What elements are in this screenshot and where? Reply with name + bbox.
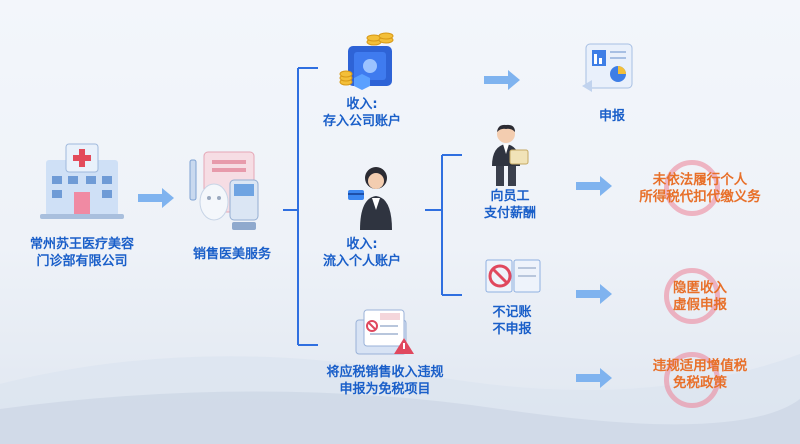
violation-concealment-line2: 虚假申报 xyxy=(673,297,727,313)
arrow-icon xyxy=(576,368,612,388)
violation-concealment-label: 隐匿收入 虚假申报 xyxy=(640,280,760,314)
tax-exempt-line1: 将应税销售收入违规 xyxy=(326,365,444,380)
no-record-line2: 不申报 xyxy=(492,322,532,337)
no-record-label: 不记账 不申报 xyxy=(472,304,552,338)
pay-staff-line1: 向员工 xyxy=(490,189,530,204)
safe-with-coins-icon xyxy=(334,30,400,96)
violation-concealment-line1: 隐匿收入 xyxy=(673,280,727,296)
arrow-icon xyxy=(576,284,612,304)
declare-label: 申报 xyxy=(598,109,625,124)
company-name-line2: 门诊部有限公司 xyxy=(36,254,128,269)
violation-vat-exemption-line1: 违规适用增值税 xyxy=(652,358,748,374)
income-personal-line2: 流入个人账户 xyxy=(322,254,401,269)
pay-staff-line2: 支付薪酬 xyxy=(483,206,536,221)
background-wave xyxy=(0,354,800,444)
income-personal-line1: 收入: xyxy=(346,237,378,252)
report-document-chart-icon xyxy=(580,40,640,100)
tax-exempt-label: 将应税销售收入违规 申报为免税项目 xyxy=(300,364,470,398)
violation-vat-exemption-line2: 免税政策 xyxy=(673,375,727,391)
arrow-icon xyxy=(484,70,520,90)
warning-ring-icon xyxy=(664,160,720,216)
income-company-line1: 收入: xyxy=(346,97,378,112)
arrow-icon xyxy=(138,188,174,208)
income-personal-label: 收入: 流入个人账户 xyxy=(312,236,412,270)
businessman-with-document-icon xyxy=(486,122,532,192)
service-label: 销售医美服务 xyxy=(192,247,271,262)
tax-exempt-line2: 申报为免税项目 xyxy=(339,382,431,397)
company-name: 常州苏王医疗美容 门诊部有限公司 xyxy=(12,236,152,270)
businesswoman-with-card-icon xyxy=(346,164,402,236)
violation-document-warning-icon xyxy=(352,306,418,362)
income-company-line2: 存入公司账户 xyxy=(322,114,401,129)
crossed-ledger-icon xyxy=(482,256,544,300)
arrow-icon xyxy=(576,176,612,196)
company-name-line1: 常州苏王医疗美容 xyxy=(29,237,134,252)
medical-beauty-equipment-icon xyxy=(186,150,272,238)
warning-ring-icon xyxy=(664,268,720,324)
warning-ring-icon xyxy=(664,352,720,408)
pay-staff-label: 向员工 支付薪酬 xyxy=(470,188,550,222)
hospital-building-icon xyxy=(38,138,126,224)
violation-withholding-label: 未依法履行个人 所得税代扣代缴义务 xyxy=(620,172,780,206)
violation-withholding-line2: 所得税代扣代缴义务 xyxy=(639,189,761,205)
violation-withholding-line1: 未依法履行个人 xyxy=(652,172,748,188)
no-record-line1: 不记账 xyxy=(492,305,532,320)
violation-vat-exemption-label: 违规适用增值税 免税政策 xyxy=(630,358,770,392)
income-company-label: 收入: 存入公司账户 xyxy=(312,96,412,130)
